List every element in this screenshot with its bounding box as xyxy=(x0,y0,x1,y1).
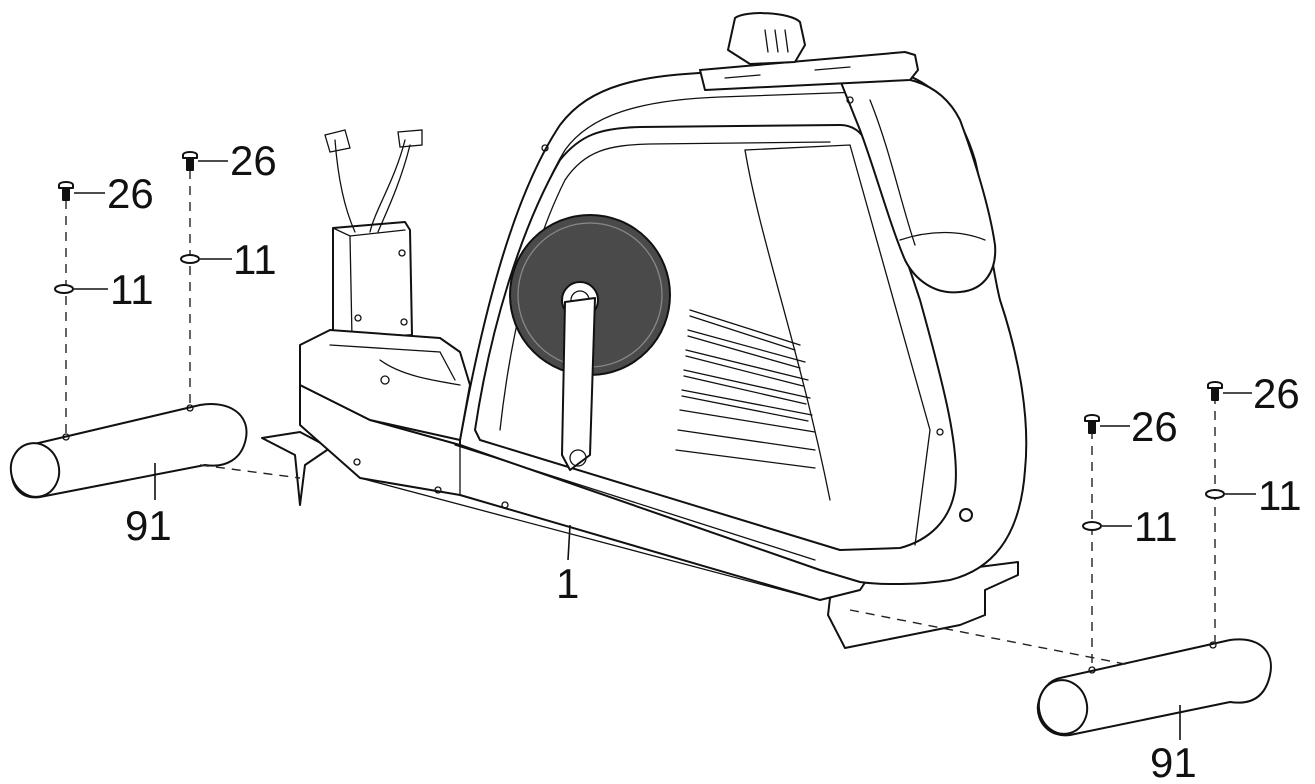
stabilizer-right xyxy=(1036,638,1272,737)
label-stabilizer-right: 91 xyxy=(1150,739,1197,784)
part-labels: 26 26 11 11 91 1 26 26 11 11 91 xyxy=(107,137,1302,784)
label-screw-left-front: 26 xyxy=(107,170,154,217)
label-screw-left-rear: 26 xyxy=(230,137,277,184)
washer-icons xyxy=(54,254,1225,531)
leader-lines xyxy=(74,160,1256,740)
label-washer-right-front: 11 xyxy=(1134,503,1178,550)
label-main-frame: 1 xyxy=(556,560,579,607)
stabilizer-left xyxy=(9,403,248,499)
label-washer-left-rear: 11 xyxy=(233,236,277,283)
label-washer-left-front: 11 xyxy=(110,266,154,313)
label-screw-right-front: 26 xyxy=(1131,403,1178,450)
label-screw-right-rear: 26 xyxy=(1253,370,1300,417)
label-washer-right-rear: 11 xyxy=(1258,472,1302,519)
screw-icons xyxy=(58,151,1223,434)
label-stabilizer-left: 91 xyxy=(125,502,172,549)
alignment-lines xyxy=(65,170,1216,670)
main-frame xyxy=(261,12,1028,649)
